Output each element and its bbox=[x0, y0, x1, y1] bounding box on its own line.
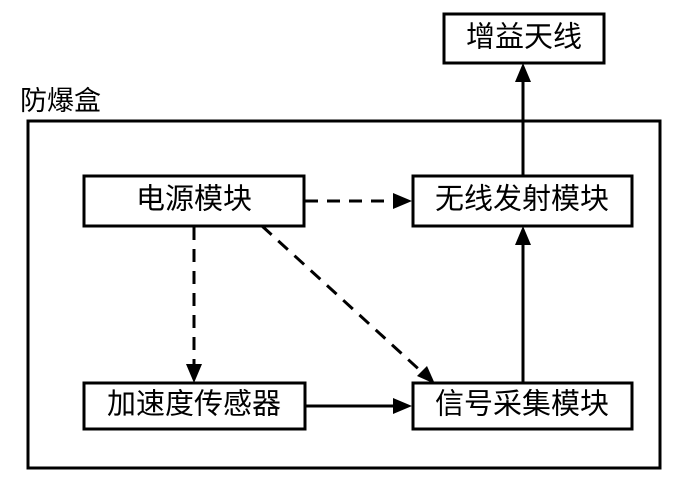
edge-power-to-signal-acquisition bbox=[260, 224, 435, 384]
node-acceleration-sensor[interactable]: 加速度传感器 bbox=[82, 381, 307, 431]
explosion-proof-box-container bbox=[26, 119, 662, 470]
power-module-box[interactable] bbox=[82, 174, 306, 228]
edge-power-to-wireless-arrowhead-icon bbox=[393, 193, 412, 209]
power-module-label: 电源模块 bbox=[136, 183, 252, 216]
acceleration-sensor-label: 加速度传感器 bbox=[107, 388, 281, 421]
edge-signal-acquisition-to-wireless-arrowhead-icon bbox=[515, 226, 531, 245]
edge-acceleration-sensor-to-signal-acquisition-arrowhead-icon bbox=[393, 398, 412, 414]
gain-antenna-label: 增益天线 bbox=[466, 21, 582, 54]
edge-power-to-acceleration-sensor-arrowhead-icon bbox=[186, 364, 202, 383]
edge-power-to-signal-acquisition-arrowhead-icon bbox=[417, 366, 435, 384]
edge-power-to-acceleration-sensor bbox=[186, 227, 202, 383]
wireless-transmit-module-box[interactable] bbox=[411, 174, 634, 228]
node-signal-acquisition-module[interactable]: 信号采集模块 bbox=[411, 381, 634, 431]
signal-acquisition-module-box[interactable] bbox=[411, 381, 634, 431]
edge-signal-acquisition-to-wireless bbox=[515, 226, 531, 382]
edge-wireless-to-gain-antenna bbox=[515, 63, 531, 175]
edge-power-to-wireless bbox=[305, 193, 412, 209]
node-gain-antenna[interactable]: 增益天线 bbox=[442, 12, 606, 65]
node-power-module[interactable]: 电源模块 bbox=[82, 174, 306, 228]
node-wireless-transmit-module[interactable]: 无线发射模块 bbox=[411, 174, 634, 228]
edge-acceleration-sensor-to-signal-acquisition bbox=[306, 398, 412, 414]
edge-power-to-signal-acquisition-line bbox=[260, 224, 426, 376]
edge-wireless-to-gain-antenna-arrowhead-icon bbox=[515, 63, 531, 82]
wireless-transmit-module-label: 无线发射模块 bbox=[435, 183, 609, 216]
acceleration-sensor-box[interactable] bbox=[82, 381, 307, 431]
explosion-proof-box-label: 防爆盒 bbox=[20, 86, 101, 116]
gain-antenna-box[interactable] bbox=[442, 12, 606, 65]
signal-acquisition-module-label: 信号采集模块 bbox=[435, 388, 609, 421]
